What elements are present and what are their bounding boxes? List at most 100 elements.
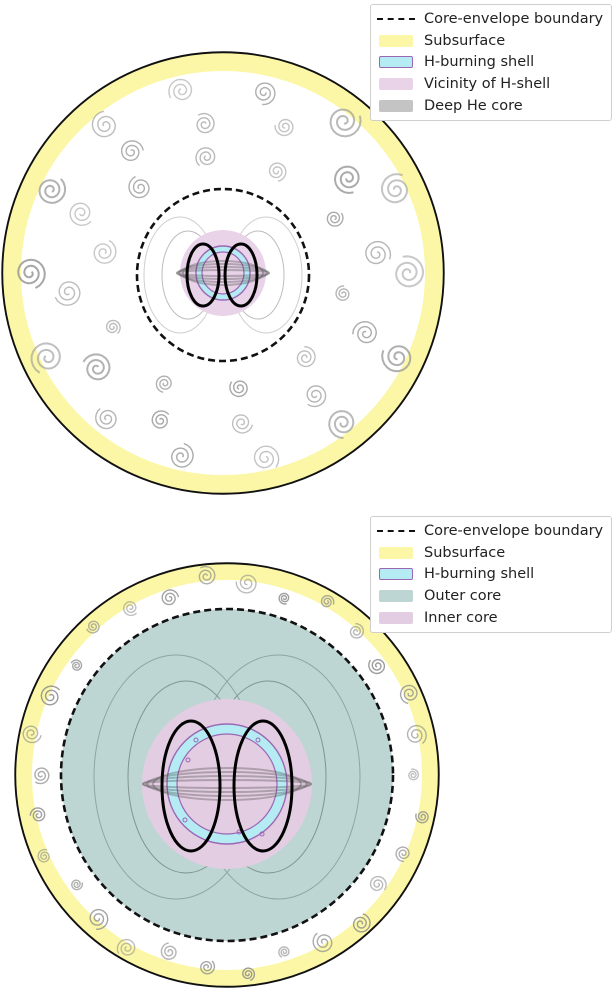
eddy-spiral xyxy=(54,281,81,306)
eddy-spiral xyxy=(408,768,420,781)
eddy-spiral xyxy=(365,240,392,265)
eddy-spiral xyxy=(254,82,276,106)
eddy-spiral xyxy=(296,346,316,368)
legend-item: Vicinity of H-shell xyxy=(377,73,603,95)
eddy-spiral xyxy=(369,875,387,892)
eddy-spiral xyxy=(86,620,100,634)
eddy-spiral xyxy=(89,908,109,930)
legend-label: Core-envelope boundary xyxy=(424,522,604,539)
eddy-spiral xyxy=(200,960,216,975)
toroidal-field-loops xyxy=(160,719,294,853)
subsurface-layer xyxy=(16,564,438,986)
eddy-spiral xyxy=(328,410,355,440)
toroidal-field-loops xyxy=(185,242,259,308)
eddy-spiral xyxy=(415,811,429,824)
core-envelope-boundary xyxy=(135,187,311,363)
dashed-line-icon xyxy=(377,524,415,538)
legend-item: Deep He core xyxy=(377,95,603,117)
legend-item: Core-envelope boundary xyxy=(377,520,603,542)
eddy-spiral xyxy=(253,445,280,469)
eddy-spiral xyxy=(105,319,121,335)
legend-item: Subsurface xyxy=(377,30,603,52)
legend-label: Inner core xyxy=(424,610,498,627)
legend-label: Subsurface xyxy=(424,32,506,49)
legend-label: H-burning shell xyxy=(424,566,535,583)
eddy-spiral xyxy=(155,375,172,394)
legend-label: Vicinity of H-shell xyxy=(424,76,551,93)
subsurface-swatch-icon xyxy=(377,34,415,48)
star-surface-outline xyxy=(14,562,440,988)
deep-core-swatch-icon xyxy=(377,99,415,113)
eddy-spiral xyxy=(312,932,333,953)
eddy-spiral xyxy=(278,592,290,605)
eddy-spiral xyxy=(151,410,170,429)
legend-label: H-burning shell xyxy=(424,54,535,71)
eddy-spiral xyxy=(195,147,216,167)
eddy-spiral xyxy=(231,414,254,434)
core-envelope-boundary xyxy=(59,607,395,943)
dashed-line-icon xyxy=(377,12,415,26)
eddy-spiral xyxy=(29,807,46,822)
eddy-spiral xyxy=(22,725,42,744)
eddy-spiral xyxy=(329,108,362,138)
eddy-spiral xyxy=(198,565,216,585)
eddy-spiral xyxy=(160,942,177,960)
h-shell-swatch-icon xyxy=(377,567,415,581)
eddy-spiral xyxy=(320,595,335,608)
eddy-spiral xyxy=(37,848,50,863)
h-shell-inner-edge xyxy=(176,733,278,835)
eddy-spiral xyxy=(116,938,136,956)
eddy-spiral xyxy=(352,320,377,344)
convective-eddies xyxy=(17,78,425,469)
eddy-spiral xyxy=(380,173,409,204)
eddy-spiral xyxy=(381,345,412,373)
inner-core-swatch-icon xyxy=(377,611,415,625)
eddy-spiral xyxy=(17,258,46,289)
eddy-spiral xyxy=(335,285,350,301)
eddy-spiral xyxy=(30,342,61,374)
eddy-spiral xyxy=(161,589,180,606)
eddy-spiral xyxy=(38,178,67,204)
eddy-spiral xyxy=(94,408,117,430)
eddy-spiral xyxy=(278,946,290,958)
eddy-spiral xyxy=(333,165,360,195)
eddy-spiral xyxy=(40,685,61,706)
legend-label: Deep He core xyxy=(424,98,523,115)
eddy-spiral xyxy=(352,913,371,933)
eddy-spiral xyxy=(274,118,294,137)
subsurface-layer xyxy=(3,53,443,493)
eddy-spiral xyxy=(268,162,287,182)
eddy-spiral xyxy=(69,202,92,227)
legend-item: Subsurface xyxy=(377,542,603,564)
eddy-spiral xyxy=(349,622,365,639)
star-diagram-top xyxy=(1,51,445,495)
legend-label: Core-envelope boundary xyxy=(424,10,604,27)
legend-item: Core-envelope boundary xyxy=(377,8,603,30)
legend-item: H-burning shell xyxy=(377,564,603,586)
eddy-spiral xyxy=(242,967,256,982)
eddy-spiral xyxy=(368,658,386,675)
eddy-spiral xyxy=(91,110,117,138)
eddy-spiral xyxy=(395,255,425,288)
eddy-spiral xyxy=(120,140,144,162)
h-shell-swatch-icon xyxy=(377,55,415,69)
eddy-spiral xyxy=(128,175,150,199)
h-shell-dots xyxy=(182,737,265,837)
legend-item: Inner core xyxy=(377,607,603,629)
eddy-spiral xyxy=(196,112,215,134)
eddy-spiral xyxy=(395,846,410,863)
eddy-spiral xyxy=(93,239,117,264)
eddy-spiral xyxy=(34,767,50,785)
eddy-spiral xyxy=(306,385,327,408)
eddy-spiral xyxy=(326,211,344,227)
eddy-spiral xyxy=(82,353,111,381)
eddy-spiral xyxy=(235,574,257,594)
outer-core-swatch-icon xyxy=(377,589,415,603)
eddy-spiral xyxy=(168,78,193,101)
legend-item: H-burning shell xyxy=(377,52,603,74)
eddy-spiral xyxy=(70,659,83,671)
